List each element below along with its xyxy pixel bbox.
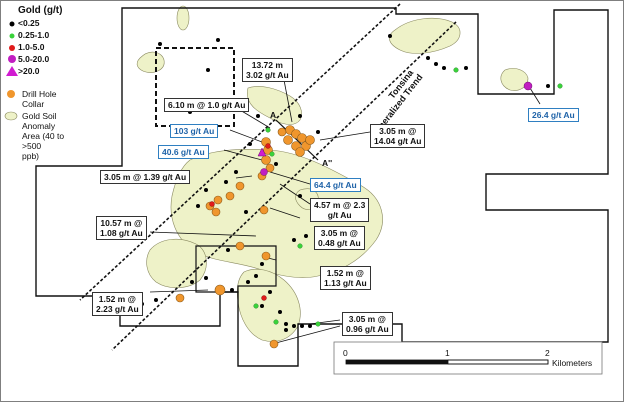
grade-low-dots [140,34,550,332]
legend-item-high: 1.0-5.0 [9,42,45,53]
scale-tick-0: 0 [343,348,348,358]
grade-mid-dots [253,67,563,327]
legend-item-collar: Drill Hole Collar [7,89,80,109]
drill-collar-icon [7,90,15,98]
intercept-label: 1.52 m @1.13 g/t Au [320,266,371,290]
section-start-label: A [270,110,277,120]
scale-tick-2: 2 [545,348,550,358]
intercept-label: 3.05 m @0.96 g/t Au [342,312,393,336]
legend-label: Drill Hole Collar [22,89,57,109]
legend-label: 1.0-5.0 [18,42,45,52]
soil-anomaly-icon [4,111,18,121]
drill-collars [175,125,315,349]
red-dot-icon [9,45,15,51]
scale-bar [333,341,603,375]
grade-very-high-dots [260,81,533,176]
legend-title: Gold (g/t) [18,5,63,16]
legend-label: 0.25-1.0 [18,30,50,40]
intercept-label-blue: 64.4 g/t Au [310,178,361,192]
trend-line-south [111,21,457,351]
magenta-triangle-icon [6,66,18,76]
legend: Gold (g/t) <0.25 0.25-1.0 1.0-5.0 5.0-20… [4,3,80,161]
scale-tick-1: 1 [445,348,450,358]
green-dot-icon [9,33,15,39]
black-dot-icon [9,21,15,27]
intercept-label-blue: 26.4 g/t Au [528,108,579,122]
section-line [275,119,319,161]
legend-label: ppb) [22,151,40,161]
scale-unit: Kilometers [552,358,593,368]
intercept-label-blue: 40.6 g/t Au [158,145,209,159]
grade-high-dots [209,143,271,301]
section-end-label: A'' [322,158,333,168]
intercept-label: 3.05 m @0.48 g/t Au [314,226,365,250]
intercept-label: 3.05 m @ 1.39 g/t Au [100,170,191,184]
leader-lines [149,79,541,345]
intercept-label: 1.52 m @2.23 g/t Au [92,292,143,316]
legend-label: 5.0-20.0 [18,54,50,64]
legend-label: >20.0 [18,66,40,76]
grade-extreme-triangles [257,147,267,157]
legend-item-soil: Gold Soil Anomaly Area (40 to >500 ppb) [4,111,80,161]
legend-item-mid: 0.25-1.0 [9,30,50,41]
legend-label: Area (40 to >500 [22,131,65,151]
intercept-label-blue: 103 g/t Au [170,124,219,138]
legend-label: Gold Soil Anomaly [22,111,57,131]
intercept-label: 6.10 m @ 1.0 g/t Au [164,98,250,112]
inner-block-boundary [195,245,277,293]
trend-line-north [79,3,401,301]
legend-item-low: <0.25 [9,18,40,29]
dashed-claim-boundary [155,47,235,127]
intercept-label: 3.05 m @14.04 g/t Au [370,124,426,148]
legend-item-very-high: 5.0-20.0 [8,54,50,65]
legend-item-extreme: >20.0 [6,66,40,77]
legend-label: <0.25 [18,18,40,28]
intercept-label: 10.57 m @1.08 g/t Au [96,216,147,240]
magenta-dot-icon [8,55,16,63]
